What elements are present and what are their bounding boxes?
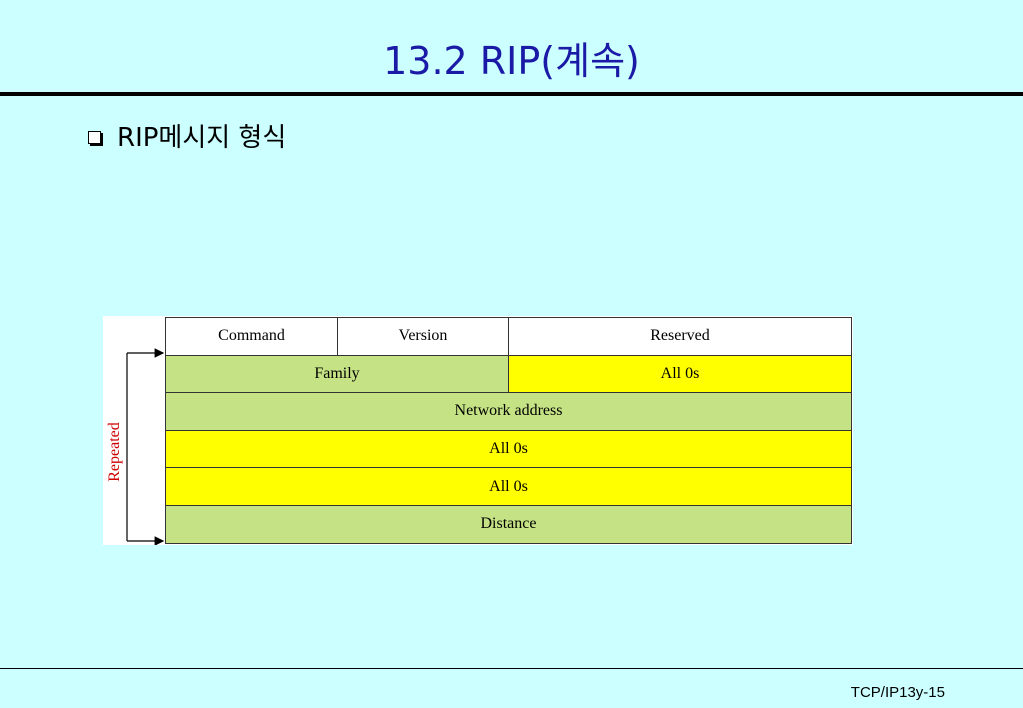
repeat-bracket <box>126 348 165 545</box>
field-cell: All 0s <box>165 467 852 506</box>
field-cell: All 0s <box>508 354 852 394</box>
footer-page-code: TCP/IP13y-15 <box>850 684 945 701</box>
field-cell: Version <box>337 317 509 356</box>
field-cell: Family <box>165 354 509 394</box>
repeated-label: Repeated <box>106 422 123 482</box>
field-cell: Distance <box>165 505 852 544</box>
slide-title: 13.2 RIP(계속) <box>383 39 640 83</box>
field-cell: All 0s <box>165 429 852 469</box>
square-bullet-icon <box>88 130 101 144</box>
field-cell: Network address <box>165 392 852 431</box>
bullet-text: RIP메시지 형식 <box>117 122 287 153</box>
field-cell: Reserved <box>508 317 852 356</box>
field-cell: Command <box>165 317 338 356</box>
bullet-item: RIP메시지 형식 <box>88 117 286 153</box>
footer-divider <box>0 668 1023 669</box>
title-divider <box>0 92 1023 96</box>
